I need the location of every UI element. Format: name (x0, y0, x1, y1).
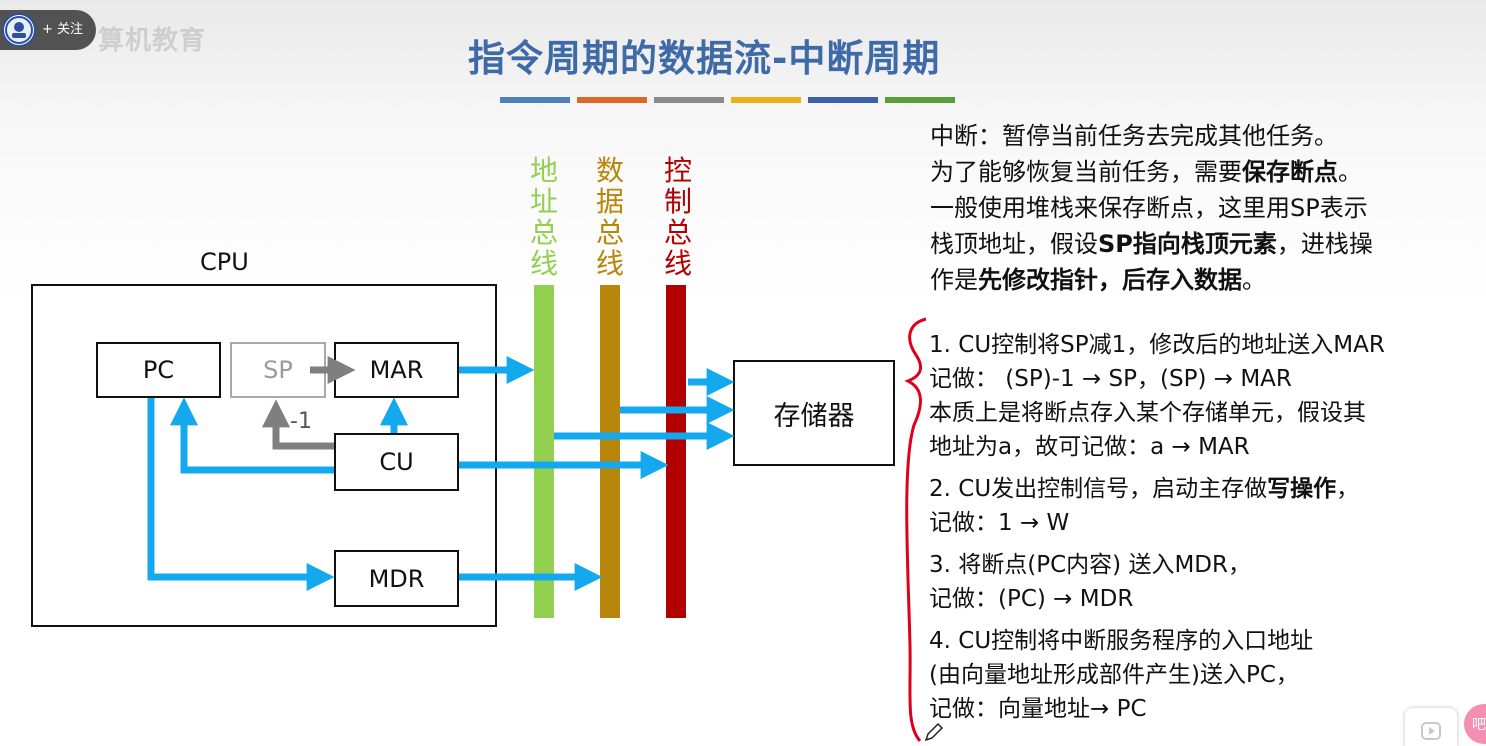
page-title: 指令周期的数据流-中断周期 (468, 37, 941, 80)
title-bar-4 (731, 97, 801, 103)
title-bar-6 (885, 97, 955, 103)
cpu-label: CPU (200, 248, 249, 276)
title-bar-5 (808, 97, 878, 103)
logo-icon (5, 16, 33, 44)
follow-button[interactable]: + 关注 (42, 22, 84, 37)
mdr-register: MDR (334, 550, 459, 607)
steps-text: 1. CU控制将SP减1，修改后的地址送入MAR 记做： (SP)-1 → SP… (929, 328, 1474, 734)
data-bus-label: 数据总线 (595, 154, 624, 280)
memory-box: 存储器 (733, 360, 895, 466)
step-3: 3. 将断点(PC内容) 送入MDR， 记做：(PC) → MDR (929, 552, 1251, 612)
intro-text: 中断：暂停当前任务去完成其他任务。 为了能够恢复当前任务，需要保存断点。 一般使… (930, 118, 1460, 298)
watermark-text: 算机教育 (98, 26, 207, 56)
control-bus-label: 控制总线 (663, 154, 692, 280)
pc-register: PC (96, 342, 221, 398)
control-bus (666, 285, 686, 618)
step-1: 1. CU控制将SP减1，修改后的地址送入MAR 记做： (SP)-1 → SP… (929, 332, 1385, 460)
title-bar-1 (500, 97, 570, 103)
intro-line-2: 为了能够恢复当前任务，需要保存断点。 (930, 158, 1362, 186)
mar-register: MAR (334, 342, 459, 398)
assistant-avatar[interactable]: 吧 (1464, 704, 1486, 744)
data-bus (600, 285, 620, 618)
address-bus-label: 地址总线 (529, 154, 558, 280)
step-4: 4. CU控制将中断服务程序的入口地址 (由向量地址形成部件产生)送入PC， 记… (929, 628, 1314, 722)
sp-decrement-label: -1 (290, 409, 312, 434)
intro-line-4: 栈顶地址，假设SP指向栈顶元素，进栈操 (930, 230, 1373, 258)
sp-register: SP (230, 342, 326, 398)
title-bar-3 (654, 97, 724, 103)
address-bus (534, 285, 554, 618)
intro-line-5: 作是先修改指针，后存入数据。 (930, 266, 1266, 294)
intro-line-1: 中断：暂停当前任务去完成其他任务。 (930, 122, 1338, 150)
play-icon (1421, 722, 1441, 740)
cu-unit: CU (334, 433, 459, 491)
intro-line-3: 一般使用堆栈来保存断点，这里用SP表示 (930, 194, 1368, 222)
title-bar-2 (577, 97, 647, 103)
uploader-avatar[interactable] (2, 13, 36, 47)
step-2: 2. CU发出控制信号，启动主存做写操作， 记做：1 → W (929, 476, 1360, 536)
pen-icon (924, 722, 944, 742)
play-button[interactable] (1405, 708, 1457, 746)
curly-brace (904, 317, 927, 742)
